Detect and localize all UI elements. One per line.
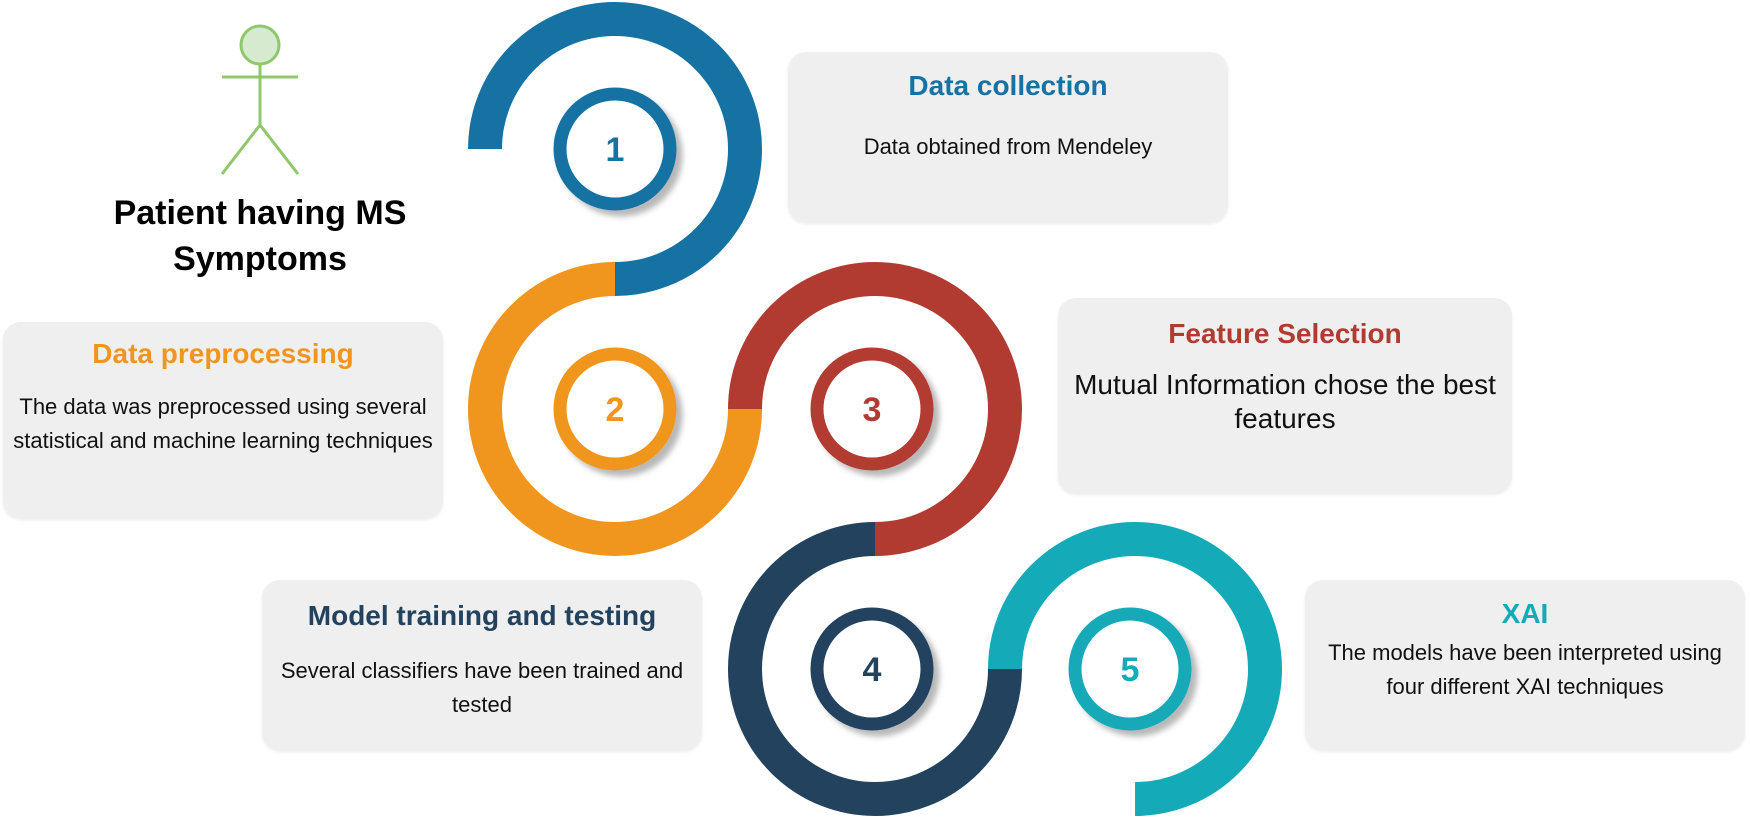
- arc-step-2: [468, 262, 762, 556]
- step-1-number: 1: [606, 131, 625, 169]
- ring-step-3: [810, 347, 934, 471]
- step-2-description: The data was preprocessed using several …: [13, 394, 433, 453]
- ring-step-4: [810, 607, 934, 731]
- ring-step-1: [553, 87, 677, 211]
- step-5-title: XAI: [1501, 598, 1549, 629]
- stick-figure-icon: [220, 24, 300, 175]
- step-2-title: Data preprocessing: [92, 338, 354, 369]
- step-1-description: Data obtained from Mendeley: [863, 134, 1153, 159]
- step-5-number: 5: [1121, 651, 1140, 689]
- arc-step-5: [988, 522, 1282, 816]
- step-3-description: Mutual Information chose the best featur…: [1074, 369, 1496, 434]
- step-1-card: Data collection Data obtained from Mende…: [788, 52, 1228, 222]
- ring-step-5: [1068, 607, 1192, 731]
- patient-label: Patient having MS Symptoms: [113, 194, 407, 278]
- step-4-description: Several classifiers have been trained an…: [280, 658, 684, 717]
- step-2-number: 2: [606, 391, 625, 429]
- step-5-description: The models have been interpreted using f…: [1328, 640, 1722, 699]
- step-4-number: 4: [863, 651, 882, 689]
- arc-step-3: [728, 262, 1022, 556]
- step-4-title: Model training and testing: [307, 600, 657, 631]
- step-3-card: Feature Selection Mutual Information cho…: [1058, 298, 1512, 493]
- arc-step-4: [728, 522, 1022, 816]
- step-2-card: Data preprocessing The data was preproce…: [3, 322, 443, 518]
- arc-step-1: [468, 2, 762, 296]
- ring-step-2: [553, 347, 677, 471]
- step-1-title: Data collection: [908, 70, 1108, 101]
- step-3-number: 3: [863, 391, 882, 429]
- step-3-title: Feature Selection: [1168, 318, 1402, 349]
- step-4-card: Model training and testing Several class…: [262, 580, 702, 750]
- step-5-card: XAI The models have been interpreted usi…: [1305, 580, 1745, 750]
